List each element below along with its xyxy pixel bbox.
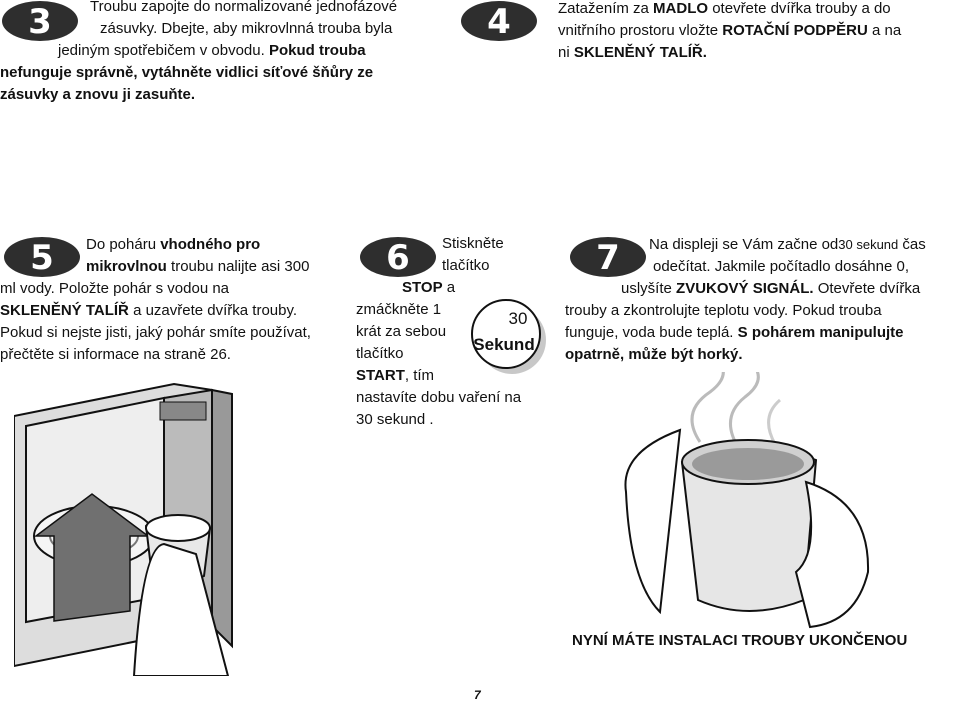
- svg-text:30: 30: [509, 309, 528, 328]
- svg-text:5: 5: [30, 238, 54, 278]
- step-5-text: Do poháru vhodného pro mikrovlnou troubu…: [0, 236, 311, 363]
- svg-text:Sekund: Sekund: [473, 335, 534, 354]
- svg-text:7: 7: [596, 238, 620, 278]
- step-5-badge: 5: [4, 237, 80, 278]
- svg-text:6: 6: [386, 238, 410, 278]
- completion-message: NYNÍ MÁTE INSTALACI TROUBY UKONČENOU: [572, 632, 908, 649]
- step-6-text: Stiskněte tlačítko STOP a zmáčkněte 1 kr…: [356, 235, 522, 428]
- microwave-illustration: [14, 382, 233, 676]
- svg-text:4: 4: [487, 2, 511, 42]
- step-4-text: Zatažením za MADLO otevřete dvířka troub…: [558, 0, 902, 61]
- step-4-badge: 4: [461, 1, 537, 42]
- hot-cup-illustration: [624, 372, 870, 629]
- arrow-icon: [33, 493, 151, 622]
- page-number: 7: [474, 688, 481, 702]
- step-3-number: 3: [28, 2, 52, 42]
- thirty-seconds-dial: 30 Sekund: [471, 299, 546, 374]
- step-7-text: Na displeji se Vám začne od30 sekund čas…: [565, 236, 926, 363]
- step-3-text: Troubu zapojte do normalizované jednofáz…: [0, 0, 398, 103]
- step-3-badge: 3: [2, 1, 78, 42]
- step-7-badge: 7: [570, 237, 646, 278]
- step-6-badge: 6: [360, 237, 436, 278]
